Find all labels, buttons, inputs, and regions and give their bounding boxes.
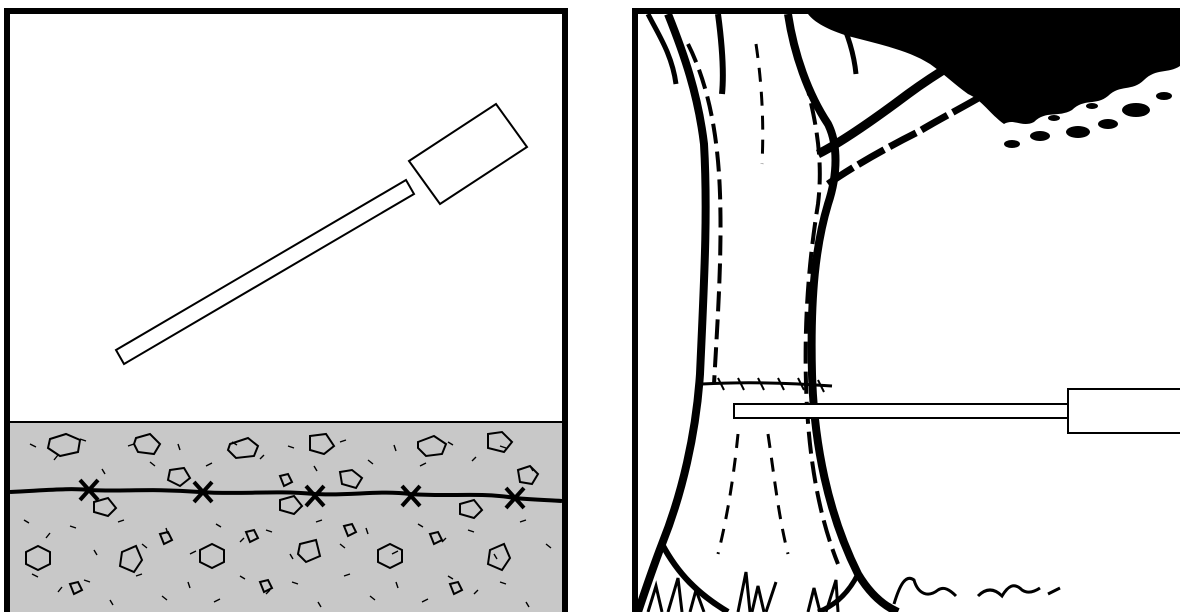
temperature-probe-icon <box>733 388 1180 434</box>
grass-icon <box>646 571 1061 612</box>
left-panel <box>4 8 568 612</box>
right-panel-illustration <box>638 14 1180 612</box>
stone-icon <box>25 430 540 596</box>
tree-icon <box>638 14 1180 612</box>
left-panel-illustration <box>10 102 562 612</box>
buried-wire-icon <box>10 478 562 510</box>
temperature-probe-icon <box>114 102 529 366</box>
soil-layer-icon <box>10 421 562 612</box>
right-panel <box>632 8 1180 612</box>
